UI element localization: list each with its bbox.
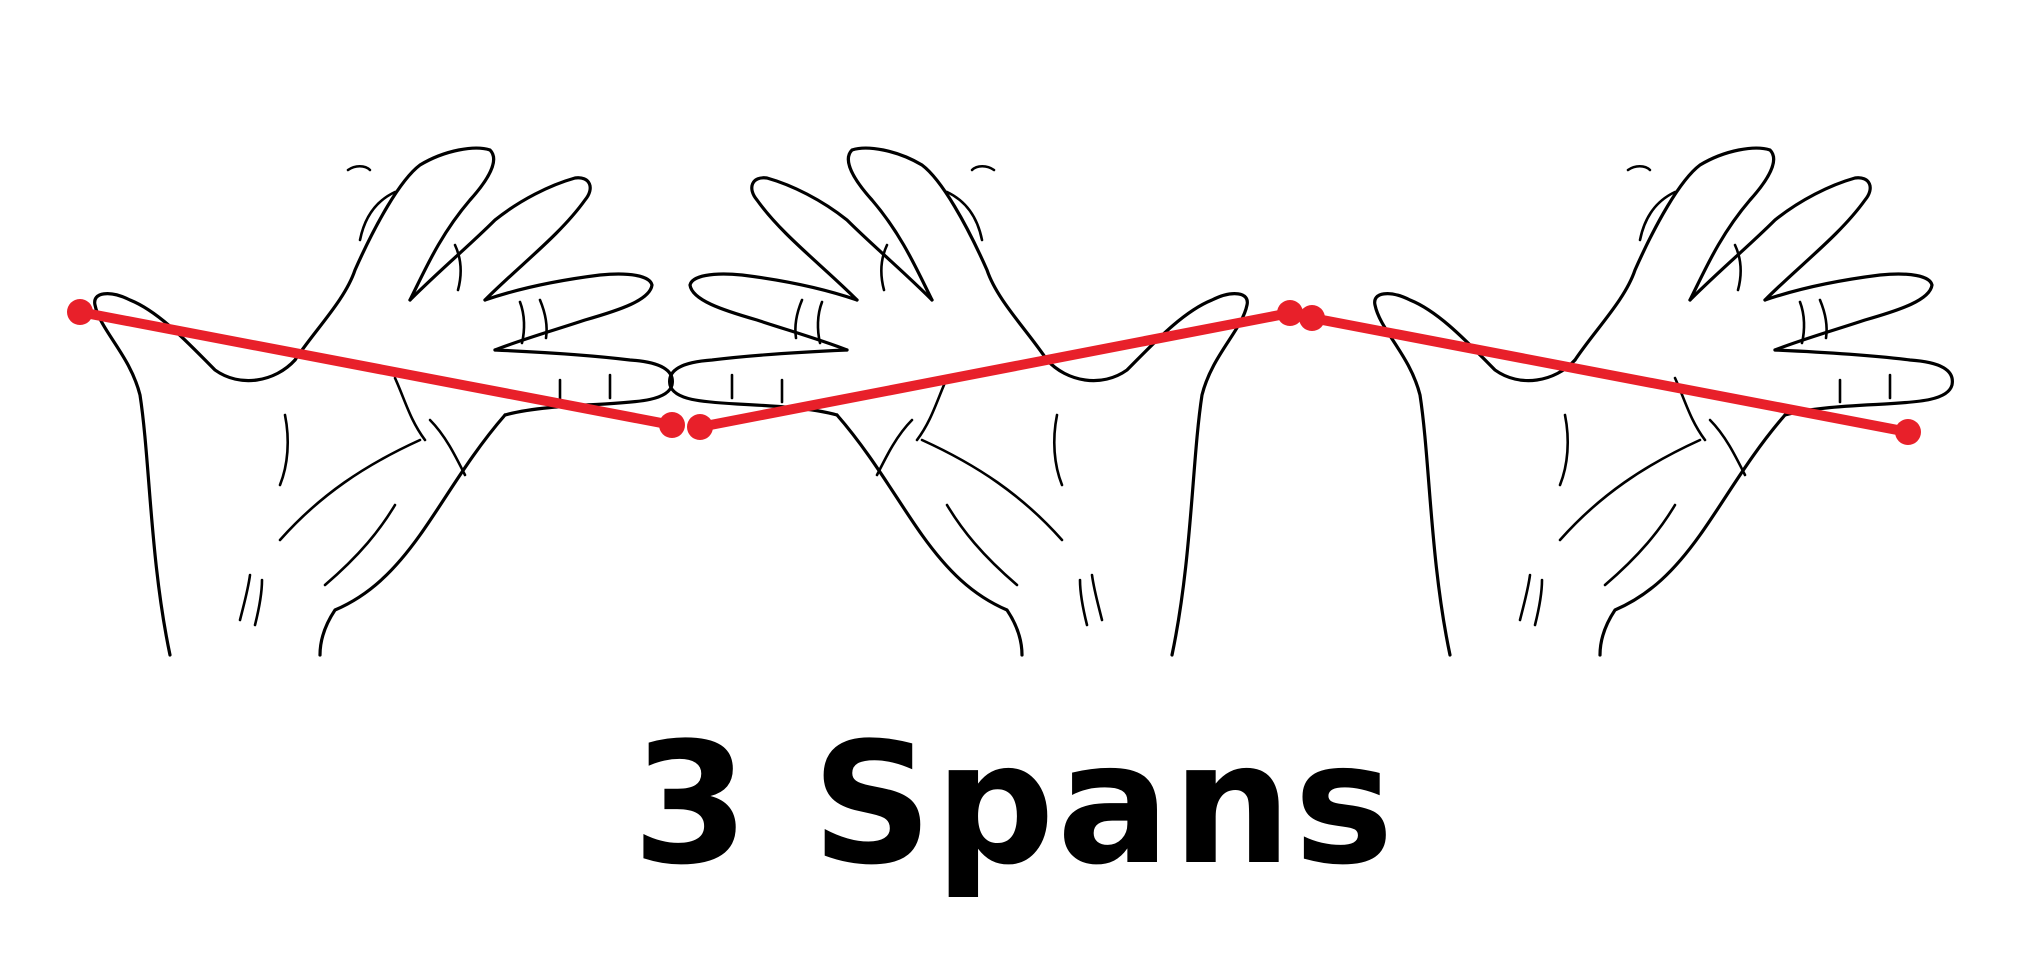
span-line-3 [1307,313,1913,437]
span-endpoint-1-end [659,412,685,438]
span-line-2 [695,308,1295,432]
span-endpoint-2-end [1277,300,1303,326]
caption-title: 3 Spans [632,706,1396,902]
span-endpoint-3-start [1299,305,1325,331]
span-line-1 [75,307,677,430]
hand-3 [1373,146,1954,657]
span-endpoint-1-start [67,299,93,325]
span-lines [67,299,1921,445]
span-endpoint-3-end [1895,419,1921,445]
hand-2 [668,146,1249,657]
hand-1 [93,146,674,657]
span-endpoint-2-start [687,414,713,440]
